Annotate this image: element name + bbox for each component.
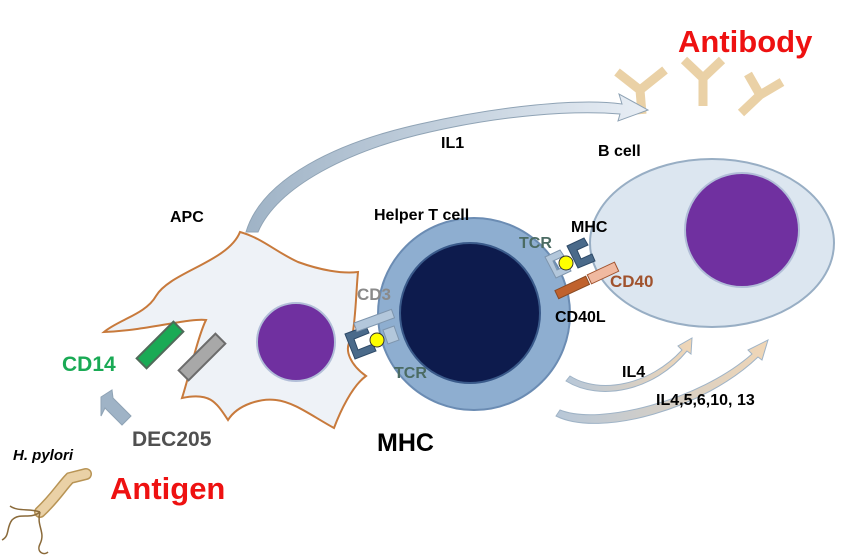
il1-label: IL1 — [441, 135, 464, 152]
cd3-label: CD3 — [357, 285, 391, 304]
cd40-receptor — [586, 261, 620, 285]
il4-label: IL4 — [622, 364, 645, 381]
helper-t-cell-nucleus — [399, 242, 541, 384]
dec205-receptor — [177, 332, 227, 382]
h-pylori-label: H. pylori — [13, 447, 74, 464]
il1-arrow — [245, 92, 650, 233]
mhc-main-label: MHC — [377, 429, 434, 457]
helper-t-cell-label: Helper T cell — [374, 207, 469, 224]
dec205-arrow — [100, 389, 132, 426]
b-cell-label: B cell — [598, 143, 641, 160]
antibody-icon — [614, 56, 785, 117]
il-list-label: IL4,5,6,10, 13 — [656, 392, 755, 409]
antigen-peptide-left — [369, 332, 385, 348]
h-pylori-bacterium — [1, 468, 92, 555]
antibody-label: Antibody — [678, 24, 813, 59]
antigen-peptide-right — [558, 255, 574, 271]
cd40l-label: CD40L — [555, 309, 606, 326]
mhc-top-label: MHC — [571, 219, 608, 236]
apc-t-synapse — [344, 308, 400, 360]
tcr-top-label: TCR — [519, 235, 552, 252]
cd40l-ligand — [554, 275, 591, 300]
cd40-label: CD40 — [610, 272, 653, 291]
apc-label: APC — [170, 209, 204, 226]
cd14-receptor — [135, 320, 185, 370]
il-list-arrow — [555, 339, 769, 424]
dec205-label: DEC205 — [132, 428, 212, 451]
apc-nucleus — [256, 302, 336, 382]
tcr-bottom-label: TCR — [394, 365, 427, 382]
antigen-label: Antigen — [110, 471, 225, 506]
t-b-synapse — [544, 237, 620, 300]
b-cell-nucleus — [684, 172, 800, 288]
cd14-label: CD14 — [62, 353, 116, 376]
il4-arrow — [565, 337, 693, 392]
